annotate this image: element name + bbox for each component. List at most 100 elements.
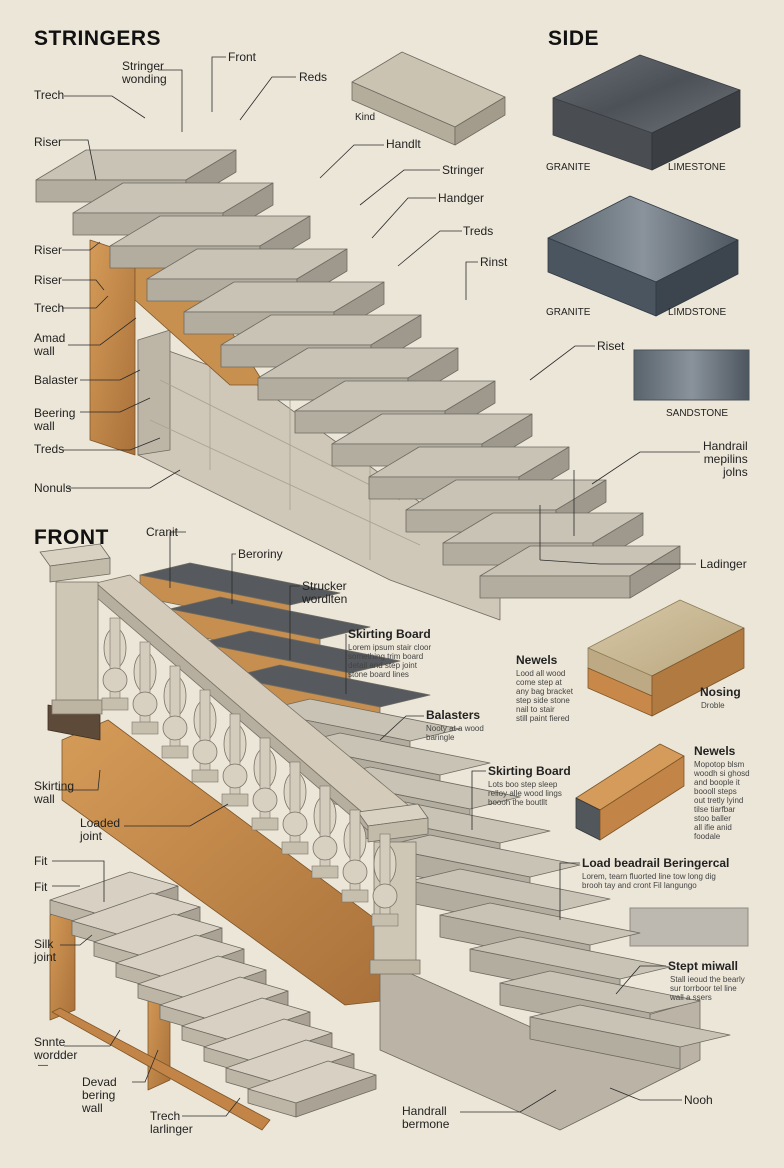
label-stringer-winding: Stringer wonding: [122, 59, 167, 86]
baluster-foot-8: [341, 889, 369, 903]
label-skirting-wall: Skirting wall: [34, 779, 75, 806]
label-balaster: Balaster: [34, 373, 79, 387]
baluster-knob-8: [342, 859, 368, 885]
label-silk-joint: Silk joint: [34, 937, 57, 964]
baluster-foot-2: [161, 745, 189, 759]
label-stept-wall: Stept miwall: [668, 959, 739, 973]
leader-line-19: [591, 451, 700, 485]
label-dot: —: [38, 1060, 48, 1071]
leader-line-14: [80, 369, 141, 381]
small-step-side-9: [295, 1074, 377, 1118]
baluster-foot-3: [191, 769, 219, 783]
label-strucker: Strucker wordlten: [302, 579, 348, 606]
baluster-knob-9: [372, 883, 398, 909]
baluster-knob-5: [252, 787, 278, 813]
baluster-foot-9: [371, 913, 399, 927]
label-handrall-bermone: Handrall bermone: [402, 1104, 450, 1131]
label-handrail: Handrail mepilins jolns: [703, 439, 748, 479]
material-samples: [351, 51, 750, 947]
baluster-shaft-2: [169, 665, 181, 755]
label-trech: Trech: [34, 88, 65, 102]
leader-line-17: [68, 469, 181, 489]
leader-line-36: [64, 1029, 121, 1047]
newel-post-left-base: [51, 699, 103, 715]
leader-line-29: [58, 769, 101, 791]
baluster-foot-6: [281, 841, 309, 855]
baluster-shaft-9: [379, 833, 391, 923]
top-step-riser-12: [479, 575, 631, 599]
leader-line-9: [465, 261, 478, 300]
baluster-knob-4: [222, 763, 248, 789]
label-snnte-wordder: Snnte wordder: [34, 1035, 78, 1062]
baluster-foot-0: [101, 697, 129, 711]
label-load-bearing: Load beadrail Beringercal: [582, 856, 730, 870]
leader-line-31: [52, 860, 105, 902]
leader-line-34: [559, 862, 580, 920]
wood-post: [89, 239, 136, 456]
leader-line-30: [124, 803, 229, 827]
desc-load-bearing: Lorem, tearn fluorted line tow long dig …: [582, 872, 716, 890]
leader-line-6: [359, 169, 440, 206]
leader-line-15: [80, 397, 151, 413]
label-nosing: Nosing: [700, 685, 741, 699]
leader-line-7: [371, 197, 436, 239]
desc-skirting-board-2: Lots boo step sleep relloy alle wood lin…: [488, 780, 562, 807]
leader-lines: [52, 56, 700, 1117]
label-amad-wall: Amad wall: [34, 331, 66, 358]
heading-stringers: STRINGERS: [34, 27, 162, 50]
material-1-left: GRANITE: [546, 162, 591, 173]
desc-stept-wall: Stall ieoud the bearly sur torrboor tel …: [670, 975, 745, 1002]
label-reds: Reds: [299, 70, 328, 84]
leader-line-2: [239, 76, 296, 121]
baluster-shaft-7: [319, 785, 331, 875]
sample-nosing-side: [651, 627, 745, 717]
label-newels-2: Newels: [694, 744, 736, 758]
baluster-foot-7: [311, 865, 339, 879]
desc-balasters: Nooty at a wood baringle: [426, 724, 484, 742]
leader-line-33: [60, 934, 93, 946]
baluster-knob-7: [312, 835, 338, 861]
leader-line-5: [319, 144, 384, 179]
desc-newels-2: Mopotop blsm woodh si ghosd and boople i…: [694, 760, 750, 841]
label-front: Front: [228, 50, 257, 64]
material-3-right: SANDSTONE: [666, 408, 729, 419]
newel-post-left-shaft: [55, 581, 99, 703]
sample-newel-side: [599, 755, 685, 841]
heading-side: SIDE: [548, 27, 600, 50]
label-stringer: Stringer: [442, 163, 485, 177]
leader-line-11: [62, 279, 105, 291]
baluster-knob-1: [132, 691, 158, 717]
newel-post-left-cap-side: [49, 557, 111, 583]
material-2-right: LIMDSTONE: [668, 307, 727, 318]
leader-line-0: [211, 56, 226, 112]
label-riser-2: Riser: [34, 243, 63, 257]
leader-line-13: [68, 317, 137, 346]
material-1-right: LIMESTONE: [668, 162, 726, 173]
label-fit-2: Fit: [34, 880, 48, 894]
leader-line-27: [379, 715, 424, 741]
baluster-foot-5: [251, 817, 279, 831]
top-step-side-12: [629, 545, 681, 599]
front-step-riser-13: [529, 1016, 681, 1070]
leader-line-12: [62, 295, 109, 309]
leader-line-18: [529, 345, 595, 381]
leader-line-37: [132, 1049, 159, 1083]
leader-line-35: [615, 965, 666, 995]
baluster-shaft-6: [289, 761, 301, 851]
desc-newels: Lood all wood come step at any bag brack…: [516, 669, 573, 723]
label-fit: Fit: [34, 854, 48, 868]
desc-skirting-board: Lorem ipsum stair cloor something trim b…: [348, 643, 432, 679]
leader-line-39: [609, 1087, 682, 1101]
label-nooh: Nooh: [684, 1093, 713, 1107]
label-riset: Riset: [597, 339, 625, 353]
sample-granite-1-side: [651, 89, 741, 171]
desc-nosing: Droble: [701, 701, 725, 710]
label-handger: Handger: [438, 191, 485, 205]
baluster-shaft-1: [139, 641, 151, 731]
label-skirting-board: Skirting Board: [348, 627, 431, 641]
label-skirting-board-2: Skirting Board: [488, 764, 571, 778]
sample-sandstone-swatch: [633, 349, 750, 401]
leader-line-28: [471, 770, 486, 830]
top-stair-flight: [35, 149, 681, 599]
